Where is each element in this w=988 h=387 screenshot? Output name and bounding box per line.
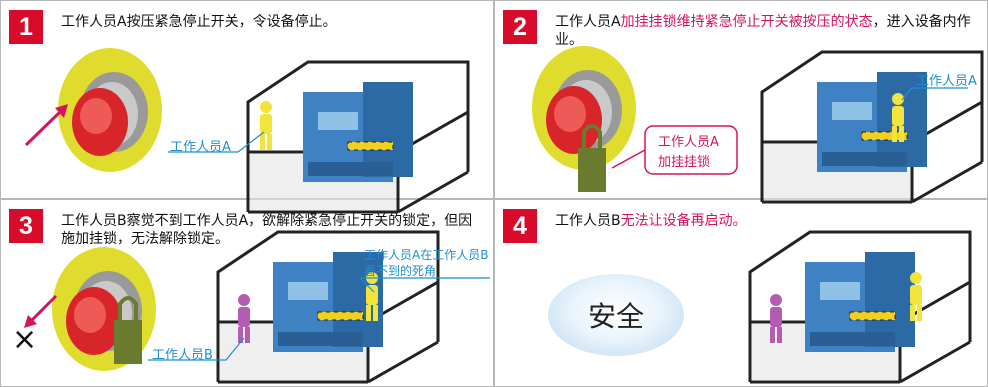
release-arrow-3 [28, 294, 58, 324]
step-2-badge: 2 [503, 10, 537, 44]
worker-b-label-3: 工作人员B [152, 348, 213, 363]
press-arrow-1 [24, 108, 64, 147]
step-4-caption: 工作人员B无法让设备再启动。 [555, 213, 747, 229]
step-1-badge: 1 [9, 10, 43, 44]
step-1-caption: 工作人员A按压紧急停止开关，令设备停止。 [61, 14, 337, 30]
step-3-badge: 3 [9, 209, 43, 243]
lock-callout-line2: 加挂挂锁 [658, 155, 711, 170]
padlock-3 [114, 320, 142, 364]
estop-switch-1 [58, 48, 162, 172]
lock-callout-line1: 工作人员A [658, 135, 719, 150]
worker-a-1 [260, 101, 272, 150]
safe-badge: 安全 [548, 274, 684, 356]
cross-mark: × [12, 322, 38, 357]
worker-a-label-1: 工作人员A [170, 140, 231, 155]
machine-1 [246, 60, 470, 214]
step-3-caption: 工作人员B察觉不到工作人员A，欲解除紧急停止开关的锁定，但因施加挂锁，无法解除锁… [61, 213, 473, 247]
step-2-caption: 工作人员A加挂挂锁维持紧急停止开关被按压的状态，进入设备内作业。 [555, 14, 971, 48]
machine-4 [748, 230, 972, 384]
blind-spot-line1: 工作人员A在工作人员B [364, 248, 489, 262]
blind-spot-line2: 看不到的死角 [364, 264, 437, 278]
worker-a-label-2: 工作人员A [916, 74, 977, 89]
step-4-badge: 4 [503, 209, 537, 243]
padlock-2 [578, 148, 606, 192]
